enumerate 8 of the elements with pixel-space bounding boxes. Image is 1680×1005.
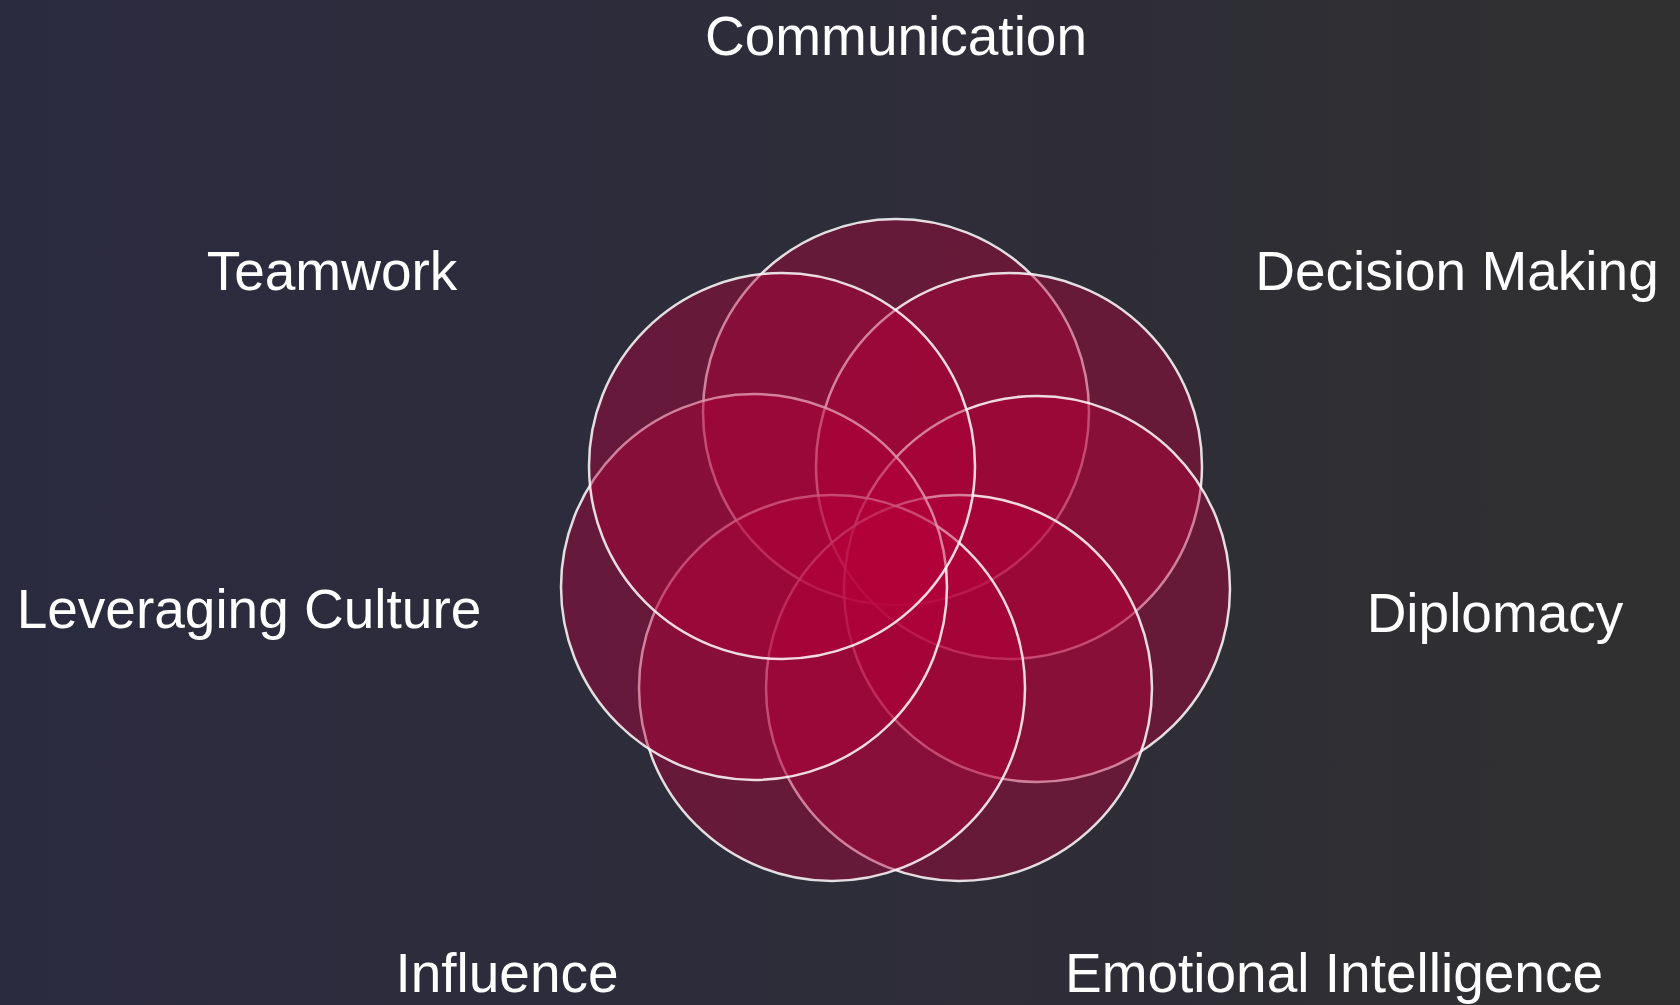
circle — [587, 271, 977, 661]
circle-label: Emotional Intelligence — [1064, 942, 1604, 1004]
circle-label: Decision Making — [1255, 240, 1659, 302]
circle-label: Diplomacy — [1366, 582, 1624, 644]
circle-label: Teamwork — [206, 240, 458, 302]
circle-label: Influence — [395, 942, 619, 1004]
circle-label: Communication — [704, 5, 1088, 67]
circle-label: Leveraging Culture — [16, 578, 482, 640]
